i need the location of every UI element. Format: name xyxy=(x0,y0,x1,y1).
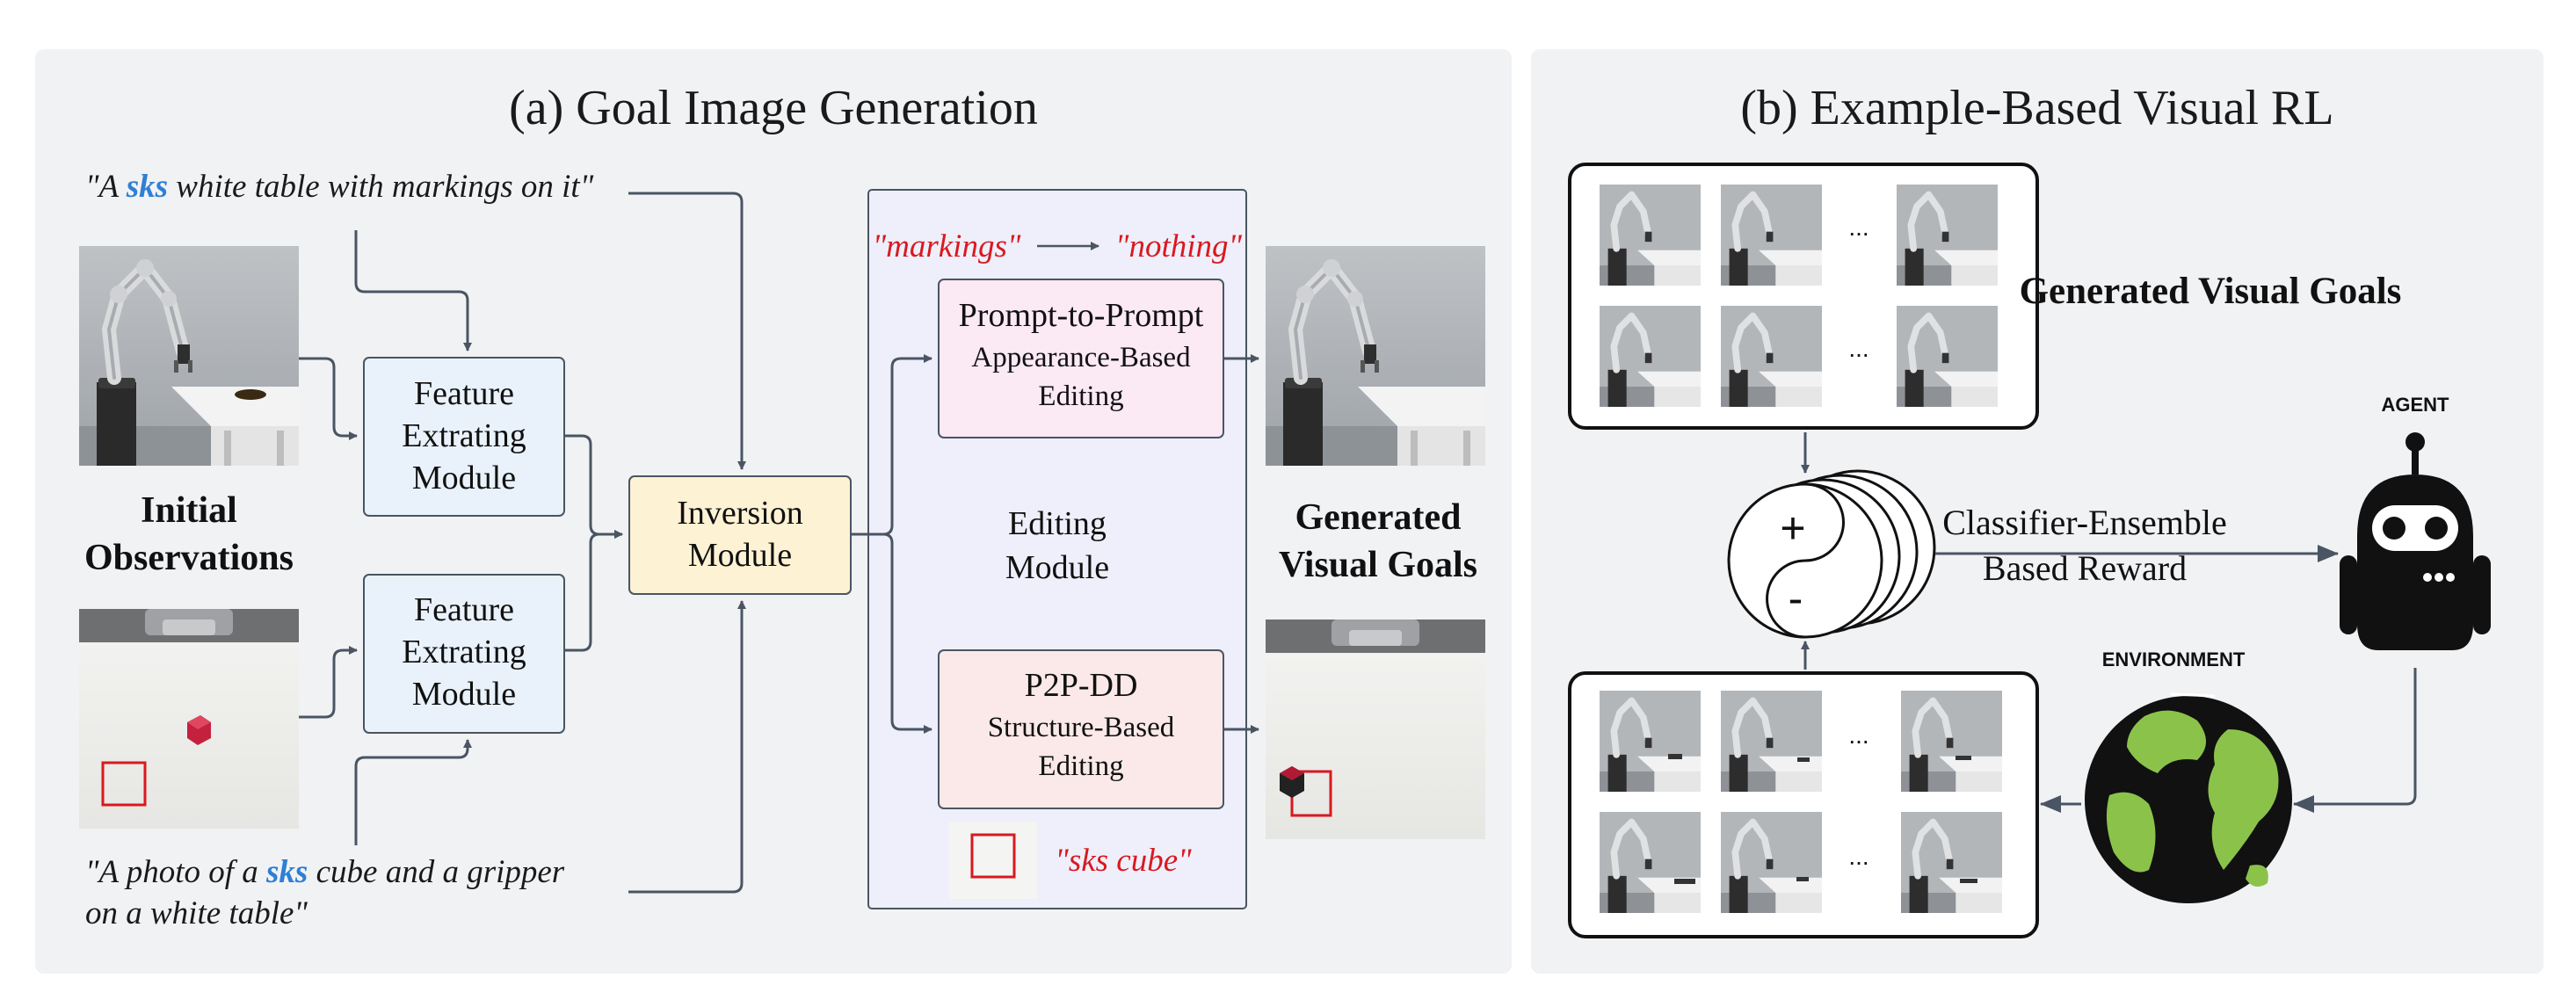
feature-module-bottom-line2: Extrating xyxy=(402,634,526,670)
feature-extracting-module-bottom xyxy=(363,574,565,734)
generated-goals-line2: Visual Goals xyxy=(1279,545,1477,585)
generated-goal-robot-image xyxy=(1266,246,1485,466)
classifier-plus-sign: + xyxy=(1780,504,1805,553)
goal-grid-ellipsis-2: ... xyxy=(1848,335,1869,362)
reward-label-line1: Classifier-Ensemble xyxy=(1942,503,2227,542)
prompt-top: "A sks white table with markings on it" xyxy=(85,169,594,205)
inversion-module-line2: Module xyxy=(688,537,792,574)
generated-goals-line1: Generated xyxy=(1295,497,1462,538)
prompt-top-token: sks xyxy=(126,169,168,205)
p2p-title: Prompt-to-Prompt xyxy=(959,297,1204,334)
initial-observations-line1: Initial xyxy=(141,490,237,531)
prompt-bottom-line1: "A photo of a sks cube and a gripper xyxy=(85,854,565,890)
p2p-sub1: Appearance-Based xyxy=(971,342,1191,373)
generated-visual-goals-label: Generated Visual Goals xyxy=(2020,271,2402,312)
initial-observations-line2: Observations xyxy=(84,538,294,578)
env-grid-ellipsis-2: ... xyxy=(1848,843,1869,870)
environment-label: ENVIRONMENT xyxy=(2102,648,2246,670)
panel-b-connectors xyxy=(1801,432,2417,813)
environment-thumbnails xyxy=(1600,691,2002,913)
panel-a-connectors xyxy=(299,192,1259,894)
edit-from-word: "markings" xyxy=(873,228,1021,264)
inversion-module-line1: Inversion xyxy=(677,495,803,532)
p2pdd-sub2: Editing xyxy=(1038,750,1123,782)
sks-cube-thumbnail xyxy=(949,822,1037,899)
prompt-bottom-line2: on a white table" xyxy=(85,895,308,931)
agent-label: AGENT xyxy=(2382,394,2450,416)
feature-module-bottom-line3: Module xyxy=(412,676,516,713)
feature-module-top-line3: Module xyxy=(412,460,516,496)
classifier-minus-sign: - xyxy=(1789,574,1803,623)
initial-observation-cube-image xyxy=(79,609,299,829)
panel-b-title: (b) Example-Based Visual RL xyxy=(1740,81,2333,135)
generated-goal-cube-image xyxy=(1266,619,1485,839)
feature-module-top-line1: Feature xyxy=(414,375,514,412)
editing-module-label-line1: Editing xyxy=(1008,505,1107,542)
prompt-bottom-token: sks xyxy=(265,854,308,890)
sks-cube-box-icon xyxy=(970,833,1016,879)
environment-globe-icon xyxy=(2085,692,2292,903)
classifier-ensemble-icon xyxy=(1727,469,1936,639)
panel-a-title: (a) Goal Image Generation xyxy=(509,81,1038,135)
p2pdd-title: P2P-DD xyxy=(1025,667,1138,704)
p2pdd-sub1: Structure-Based xyxy=(988,712,1175,743)
env-grid-ellipsis-1: ... xyxy=(1848,721,1869,749)
edit-to-word: "nothing" xyxy=(1115,228,1243,264)
feature-module-top-line2: Extrating xyxy=(402,417,526,454)
agent-robot-icon xyxy=(2340,432,2491,650)
p2p-sub2: Editing xyxy=(1038,380,1123,412)
feature-module-bottom-line1: Feature xyxy=(414,591,514,628)
sks-cube-label: "sks cube" xyxy=(1055,843,1192,879)
editing-module-label-line2: Module xyxy=(1005,549,1109,586)
initial-observation-robot-image xyxy=(79,246,299,466)
goal-grid-ellipsis-1: ... xyxy=(1848,214,1869,241)
